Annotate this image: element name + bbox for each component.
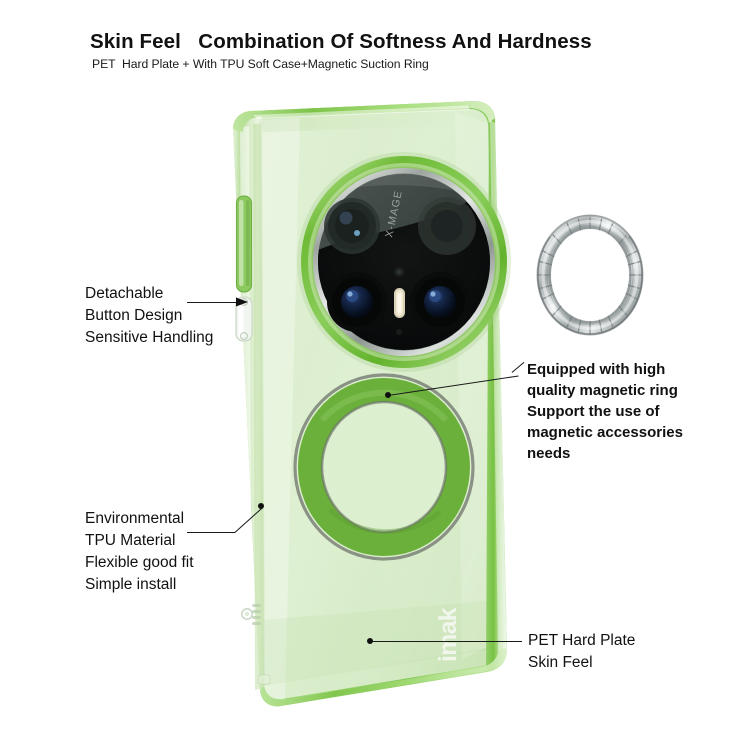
camera-flash bbox=[394, 288, 405, 318]
leader-line-environmental-tpu-diag bbox=[234, 508, 263, 534]
leader-line-detachable-button bbox=[187, 302, 244, 304]
volume-button-cutout bbox=[235, 195, 253, 293]
case-top-edge bbox=[233, 101, 495, 132]
bottom-edge-cutout bbox=[257, 674, 271, 685]
camera-lens-lower-left bbox=[327, 272, 387, 332]
svg-text:imak: imak bbox=[434, 607, 462, 662]
camera-sensor-dot bbox=[394, 267, 404, 277]
case-body bbox=[243, 109, 499, 700]
magnetic-suction-ring-part bbox=[533, 211, 647, 339]
brand-logo: imak bbox=[434, 607, 462, 662]
page-title: Skin Feel Combination Of Softness And Ha… bbox=[90, 30, 592, 53]
leader-line-pet-hard-plate bbox=[370, 641, 522, 643]
magsafe-ring-on-case bbox=[293, 373, 475, 561]
camera-lens-upper-right bbox=[418, 197, 476, 255]
camera-lens-upper-left bbox=[324, 198, 380, 254]
camera-brand-text: X-MAGE bbox=[383, 189, 405, 238]
camera-module: X-MAGE bbox=[297, 152, 511, 372]
camera-lens-lower-right bbox=[410, 272, 470, 332]
annotation-magnetic-ring: Equipped with high quality magnetic ring… bbox=[527, 361, 683, 462]
leader-dot-environmental-tpu bbox=[258, 503, 264, 509]
page-subtitle: PET Hard Plate + With TPU Soft Case+Magn… bbox=[92, 57, 429, 71]
case-left-edge bbox=[233, 110, 265, 691]
magnet-segment-lines bbox=[533, 211, 647, 339]
bottom-left-cutout bbox=[241, 604, 261, 625]
annotation-detachable-button: Detachable Button Design Sensitive Handl… bbox=[85, 285, 214, 346]
leader-line-environmental-tpu bbox=[187, 532, 235, 534]
case-bottom-edge bbox=[260, 647, 507, 707]
leader-dot-pet-hard-plate bbox=[367, 638, 373, 644]
annotation-environmental-tpu: Environmental TPU Material Flexible good… bbox=[85, 510, 194, 593]
annotation-pet-hard-plate: PET Hard Plate Skin Feel bbox=[528, 632, 636, 671]
leader-line-magnetic-ring-tail bbox=[511, 361, 525, 374]
case-right-edge bbox=[471, 101, 507, 671]
camera-mic-dot bbox=[396, 329, 402, 335]
case-outer-shell bbox=[233, 101, 507, 707]
leader-dot-magnetic-ring bbox=[385, 392, 391, 398]
leader-arrow-detachable-button bbox=[236, 297, 248, 307]
leader-line-magnetic-ring bbox=[387, 375, 519, 397]
